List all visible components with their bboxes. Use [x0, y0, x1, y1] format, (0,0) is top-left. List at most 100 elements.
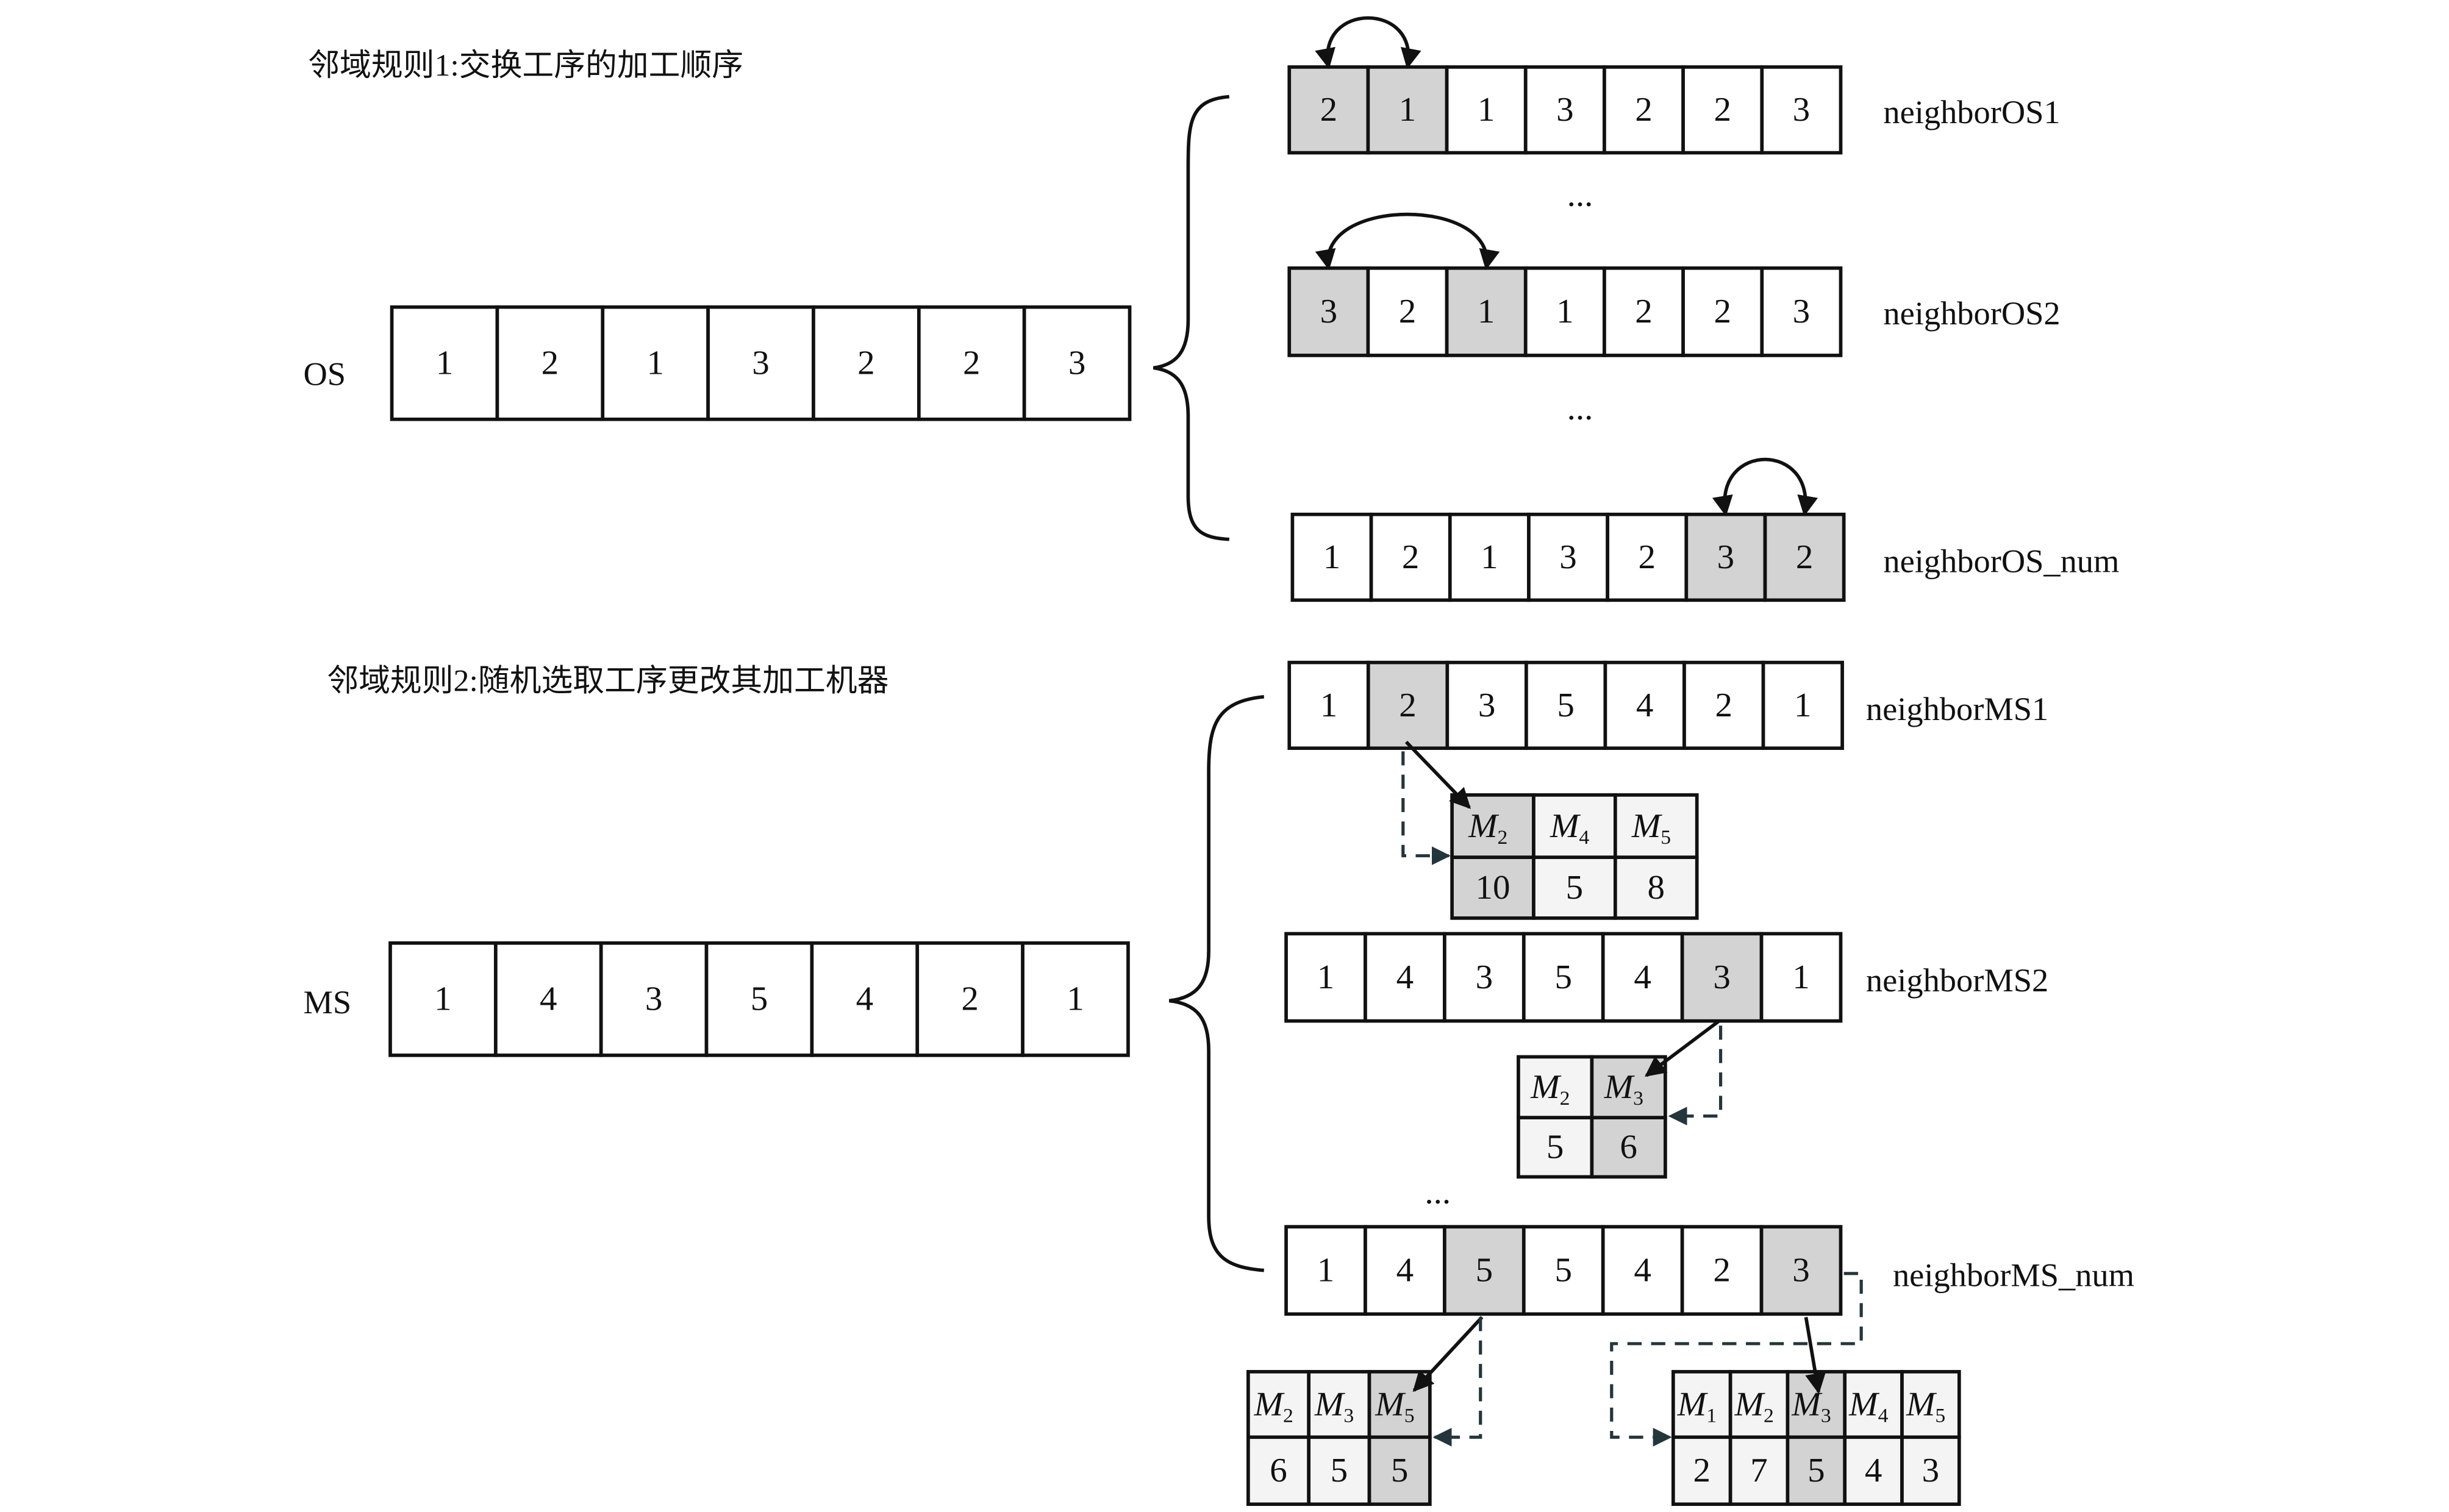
rule1-title: 邻域规则1:交换工序的加工顺序: [308, 48, 743, 83]
gene-value: 1: [1794, 686, 1812, 724]
ms-label: MS: [303, 984, 351, 1021]
gene-value: 4: [1634, 958, 1651, 996]
gene-cell: [1445, 660, 1528, 751]
gene-value: 2: [961, 980, 979, 1018]
dashed-link-arrow: [1610, 1272, 1863, 1447]
gene-value: 4: [1396, 958, 1414, 996]
processing-time: 10: [1476, 869, 1511, 907]
gene-cell: [1287, 660, 1370, 751]
gene-cell: [915, 941, 1024, 1057]
gene-value: 2: [1399, 686, 1417, 724]
time-cell: [1367, 1435, 1432, 1507]
gene-cell: [1603, 65, 1685, 155]
machine-cell: [1532, 793, 1617, 859]
machine-cell: [1900, 1370, 1961, 1439]
processing-time: 8: [1648, 869, 1665, 907]
gene-cell: [1364, 1225, 1446, 1316]
machine-label: M4: [1550, 807, 1590, 848]
ms-brace: [1168, 695, 1265, 1272]
processing-time: 5: [1331, 1452, 1348, 1489]
gene-value: 3: [645, 980, 663, 1018]
gene-value: 3: [752, 344, 770, 382]
processing-time: 6: [1620, 1129, 1637, 1166]
gene-value: 1: [1323, 538, 1341, 576]
gene-value: 2: [857, 344, 875, 382]
processing-time: 5: [1807, 1452, 1825, 1489]
gene-value: 1: [1317, 1252, 1335, 1289]
gene-cell: [812, 305, 921, 421]
gene-value: 2: [1796, 538, 1814, 576]
gene-cell: [1680, 932, 1764, 1023]
gene-value: 1: [1320, 686, 1338, 724]
gene-cell: [1680, 1225, 1764, 1316]
gene-value: 1: [436, 344, 454, 382]
gene-cell: [1760, 65, 1843, 155]
gene-value: 1: [1067, 980, 1084, 1018]
processing-time: 6: [1270, 1452, 1287, 1489]
machine-label: M2: [1734, 1386, 1774, 1427]
gene-cell: [1290, 512, 1373, 602]
gene-value: 2: [1715, 686, 1732, 724]
gene-cell: [810, 941, 920, 1057]
gene-value: 1: [1792, 958, 1810, 996]
machine-label: M2: [1468, 807, 1507, 848]
neighbor-ms-label: neighborMS_num: [1893, 1257, 2134, 1294]
gene-cell: [1021, 941, 1130, 1057]
gene-cell: [1284, 1225, 1367, 1316]
processing-time: 5: [1391, 1452, 1409, 1489]
machine-label: M3: [1314, 1386, 1354, 1427]
gene-cell: [599, 941, 709, 1057]
gene-value: 2: [1638, 538, 1656, 576]
machine-label: M3: [1604, 1069, 1643, 1110]
select-arrow: [1404, 741, 1471, 809]
machine-cell: [1517, 1055, 1594, 1119]
gene-value: 1: [1317, 958, 1335, 996]
gene-value: 2: [542, 344, 559, 382]
processing-time: 3: [1922, 1452, 1940, 1489]
gene-value: 3: [1793, 91, 1811, 129]
gene-cell: [1759, 1225, 1843, 1316]
machine-label: M2: [1530, 1069, 1570, 1110]
processing-time: 2: [1693, 1452, 1711, 1489]
gene-value: 3: [1792, 1252, 1810, 1289]
gene-cell: [1448, 512, 1531, 602]
gene-cell: [1681, 266, 1764, 357]
time-cell: [1671, 1435, 1732, 1507]
gene-cell: [1366, 660, 1450, 751]
dashed-link-arrow: [1432, 1317, 1482, 1447]
gene-cell: [495, 305, 605, 421]
select-arrow: [1412, 1316, 1484, 1393]
gene-value: 3: [1068, 344, 1086, 382]
gene-cell: [1759, 932, 1843, 1023]
gene-cell: [1761, 660, 1844, 751]
machine-cell: [1307, 1370, 1371, 1439]
gene-value: 1: [1478, 91, 1495, 129]
time-cell: [1900, 1435, 1961, 1507]
gene-value: 4: [540, 980, 557, 1018]
os-brace: [1153, 94, 1229, 541]
gene-value: 4: [1636, 686, 1654, 724]
dashed-link-arrow: [1401, 751, 1451, 865]
ellipsis-os-2: ...: [1567, 390, 1593, 427]
gene-value: 2: [1714, 91, 1731, 129]
gene-value: 2: [1320, 91, 1338, 129]
gene-cell: [1445, 65, 1528, 155]
gene-cell: [493, 941, 603, 1057]
gene-value: 2: [1402, 538, 1420, 576]
gene-value: 1: [1478, 293, 1495, 331]
machine-label: M5: [1631, 807, 1671, 848]
gene-cell: [1681, 65, 1764, 155]
neighbor-ms-label: neighborMS2: [1866, 962, 2048, 999]
time-cell: [1613, 855, 1699, 920]
gene-value: 2: [963, 344, 981, 382]
machine-table: M2 5 M3 6: [1517, 1055, 1667, 1179]
processing-time: 5: [1546, 1129, 1564, 1166]
gene-value: 3: [1556, 91, 1574, 129]
